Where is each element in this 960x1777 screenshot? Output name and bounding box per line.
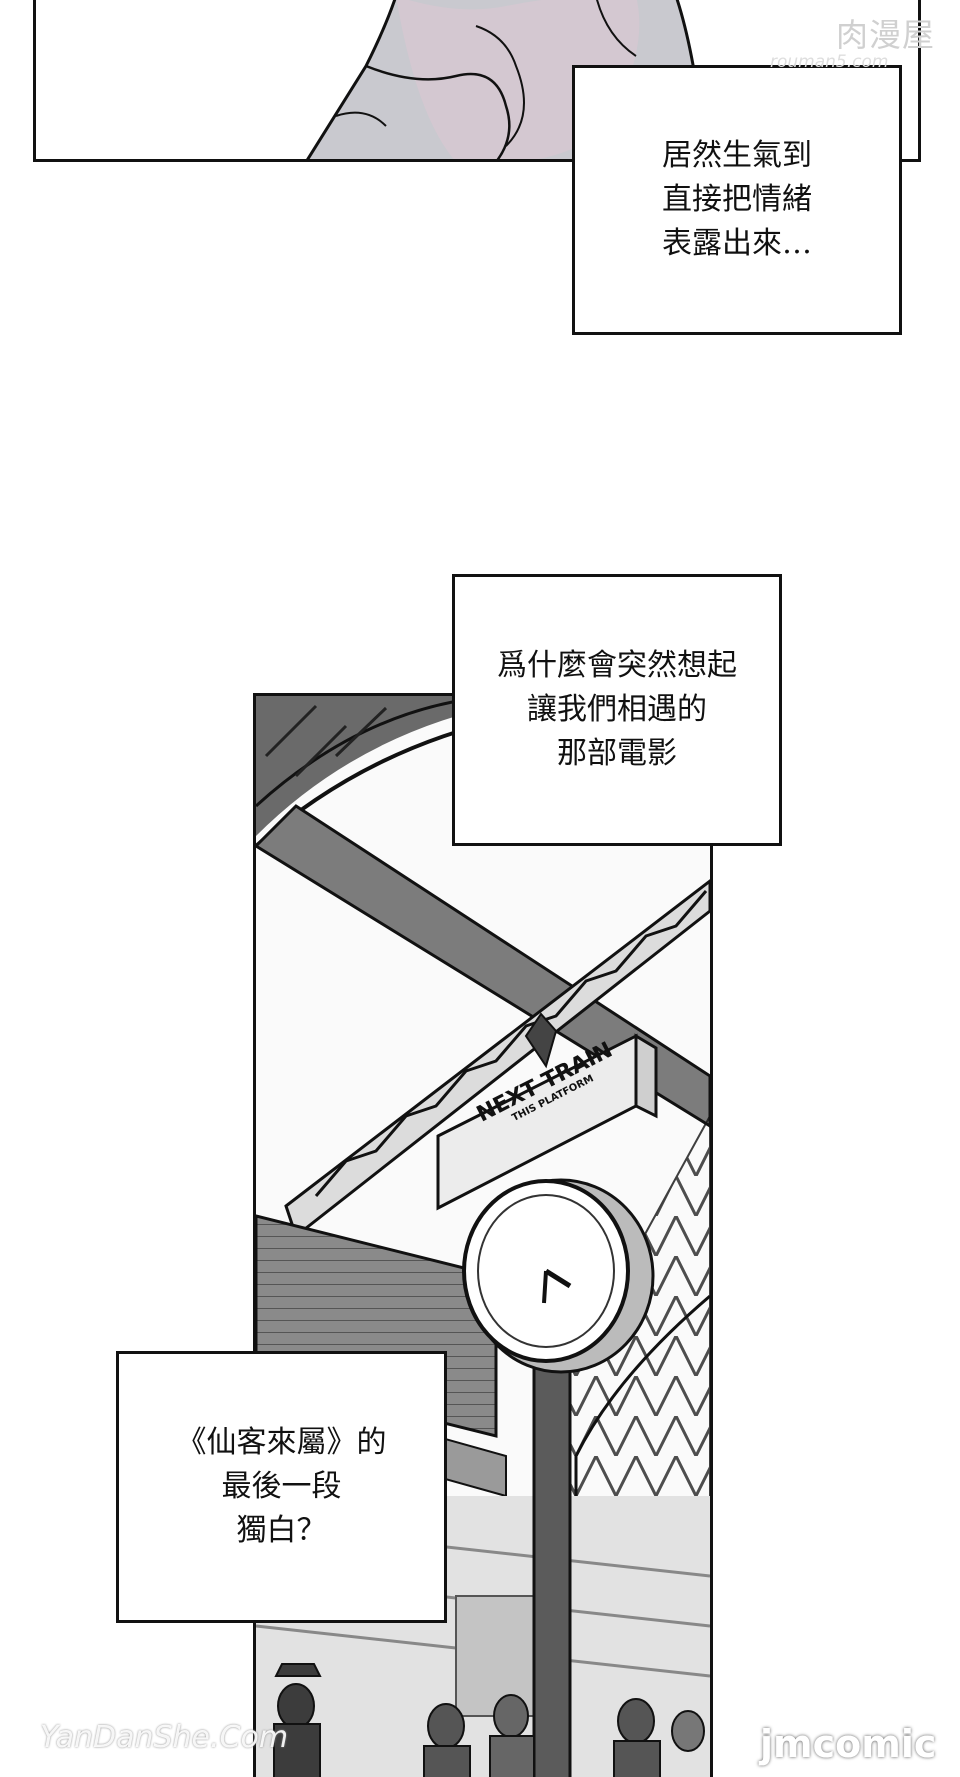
- caption-line: 獨白？: [236, 1513, 327, 1548]
- caption-line: 居然生氣到: [662, 138, 812, 173]
- caption-line: 讓我們相遇的: [527, 692, 707, 727]
- caption-line: 表露出來…: [662, 226, 812, 261]
- caption-line: 《仙客來屬》的: [176, 1425, 387, 1460]
- caption-line: 爲什麼會突然想起: [497, 648, 737, 683]
- watermark-bottom-left: YanDanShe.Com: [40, 1720, 289, 1755]
- caption-box-bottom: 《仙客來屬》的 最後一段 獨白？: [116, 1351, 447, 1623]
- caption-line: 最後一段: [221, 1469, 342, 1504]
- caption-line: 那部電影: [557, 736, 677, 771]
- watermark-logo-top-right: 肉漫屋: [836, 16, 936, 54]
- watermark-url-top-right: rouman5.com: [770, 52, 889, 72]
- watermark-bottom-right: jmcomic: [760, 1722, 937, 1766]
- station-panel: NEXT TRAIN THIS PLATFORM: [253, 693, 713, 1777]
- caption-box-top: 居然生氣到 直接把情緒 表露出來…: [572, 65, 902, 335]
- caption-line: 直接把情緒: [662, 182, 812, 217]
- caption-box-middle: 爲什麼會突然想起 讓我們相遇的 那部電影: [452, 574, 782, 846]
